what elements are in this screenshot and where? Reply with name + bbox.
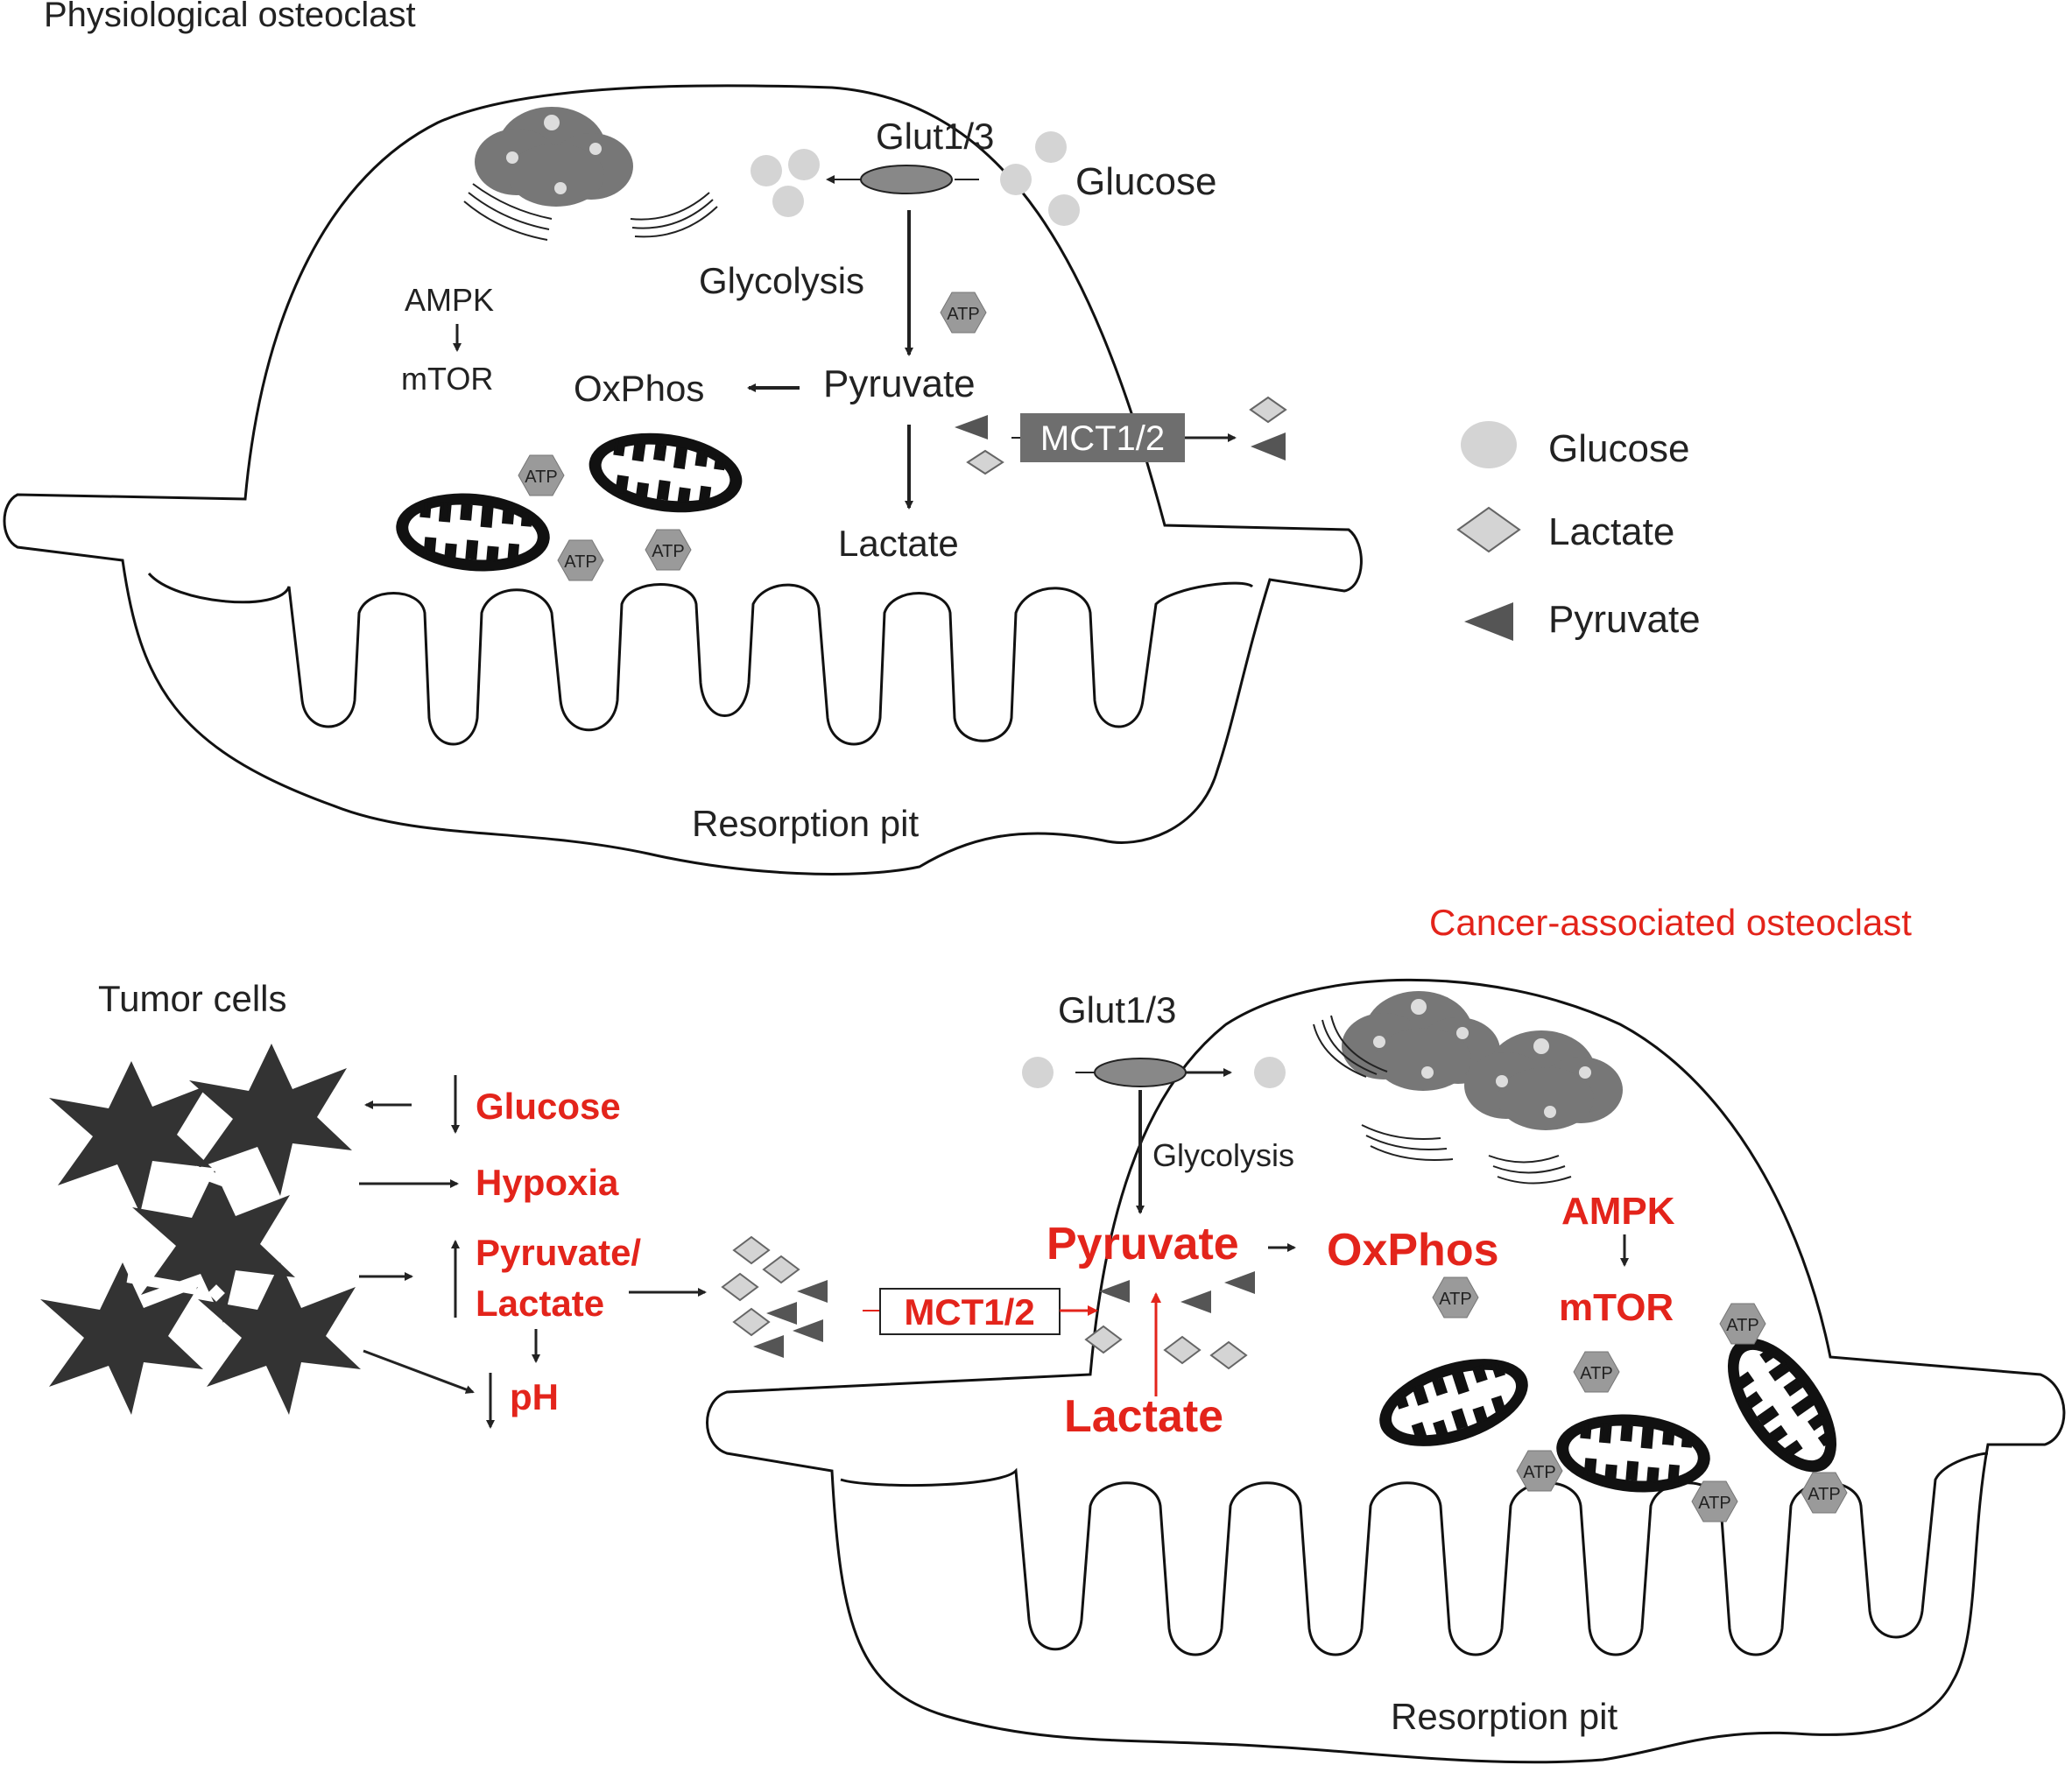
atp-label: ATP xyxy=(1808,1485,1840,1504)
top-oxphos-label: OxPhos xyxy=(574,368,704,409)
bottom-oxphos-label: OxPhos xyxy=(1327,1225,1499,1276)
tumor-cells xyxy=(40,1044,361,1415)
bottom-mito-1 xyxy=(1366,1340,1541,1466)
bottom-atp-2: ATP xyxy=(1719,1303,1766,1345)
top-glycolysis-label: Glycolysis xyxy=(699,260,864,301)
top-ampk-label: AMPK xyxy=(405,282,494,318)
bottom-atp-4: ATP xyxy=(1691,1480,1738,1522)
bottom-mtor-label: mTOR xyxy=(1559,1286,1674,1329)
bottom-pyruvate-lactate-line1: Pyruvate/ xyxy=(476,1232,641,1273)
atp-label: ATP xyxy=(1580,1364,1612,1383)
legend-glucose-label: Glucose xyxy=(1548,427,1689,470)
bottom-pyruvate-label: Pyruvate xyxy=(1047,1219,1239,1269)
tumor-ph-arrow xyxy=(363,1349,475,1394)
bottom-ampk-label: AMPK xyxy=(1561,1190,1675,1233)
legend-pyruvate-label: Pyruvate xyxy=(1548,598,1701,641)
atp-label: ATP xyxy=(1698,1494,1730,1513)
bottom-mito-3 xyxy=(1704,1318,1860,1493)
top-glut-transporter xyxy=(860,165,953,194)
extracellular-metabolites xyxy=(721,1235,828,1358)
legend: Glucose Lactate Pyruvate xyxy=(1456,421,1701,641)
bottom-glucose-label: Glucose xyxy=(476,1086,621,1127)
legend-lactate-label: Lactate xyxy=(1548,510,1674,553)
top-glucose-label: Glucose xyxy=(1075,160,1216,203)
top-microvilli xyxy=(147,573,1254,746)
bottom-pit-label: Resorption pit xyxy=(1391,1696,1617,1737)
bottom-title: Cancer-associated osteoclast xyxy=(1429,902,1912,943)
top-lactate-out xyxy=(1249,396,1287,424)
top-mito-2 xyxy=(581,422,750,524)
bottom-glucose-in xyxy=(1254,1057,1286,1088)
atp-label: ATP xyxy=(564,552,596,572)
bottom-nuclei-lines xyxy=(1313,1015,1572,1185)
top-lactate-label: Lactate xyxy=(838,523,959,564)
top-atp-3: ATP xyxy=(645,529,692,571)
atp-label: ATP xyxy=(1523,1463,1555,1482)
top-title: Physiological osteoclast xyxy=(44,0,416,34)
top-lactate-in xyxy=(966,449,1004,475)
atp-label: ATP xyxy=(1726,1316,1758,1335)
bottom-atp-5: ATP xyxy=(1801,1472,1848,1514)
atp-label: ATP xyxy=(947,305,979,324)
bottom-glut-transporter xyxy=(1094,1058,1187,1087)
bottom-pyruvate-lactate-line2: Lactate xyxy=(476,1283,604,1324)
bottom-atp-oxphos: ATP xyxy=(1432,1276,1479,1318)
top-glut-label: Glut1/3 xyxy=(876,116,994,157)
top-cell-outline xyxy=(3,84,1363,875)
bottom-hypoxia-label: Hypoxia xyxy=(476,1162,619,1203)
top-pyruvate-in xyxy=(955,415,988,439)
top-glucose-out xyxy=(1000,131,1080,226)
legend-lactate-swatch xyxy=(1456,506,1521,553)
bottom-lactate-label: Lactate xyxy=(1064,1391,1223,1442)
top-pyruvate-label: Pyruvate xyxy=(823,362,976,405)
legend-glucose-swatch xyxy=(1461,421,1517,468)
bottom-glucose-out xyxy=(1022,1057,1054,1088)
top-glucose-in xyxy=(751,149,820,217)
top-nuclei-lines xyxy=(463,183,718,241)
legend-pyruvate-swatch xyxy=(1464,602,1513,641)
bottom-glycolysis-label: Glycolysis xyxy=(1152,1137,1294,1173)
bottom-atp-1: ATP xyxy=(1573,1351,1620,1393)
top-mito-1 xyxy=(391,485,555,580)
top-mtor-label: mTOR xyxy=(401,361,493,397)
top-mct-box xyxy=(1020,413,1185,462)
bottom-mct-label: MCT1/2 xyxy=(904,1291,1034,1333)
atp-label: ATP xyxy=(525,468,557,487)
top-atp-glycolysis: ATP xyxy=(940,292,987,334)
bottom-cell-outline xyxy=(706,978,2066,1764)
top-nuclei xyxy=(475,107,633,207)
atp-label: ATP xyxy=(1439,1290,1471,1309)
top-atp-1: ATP xyxy=(518,454,565,496)
top-atp-2: ATP xyxy=(557,539,604,581)
top-mct-label: MCT1/2 xyxy=(1040,419,1165,458)
tumor-cells-label: Tumor cells xyxy=(98,978,286,1019)
bottom-intracellular-metabolites xyxy=(1084,1271,1255,1370)
bottom-ph-label: pH xyxy=(510,1376,559,1417)
bottom-mito-2 xyxy=(1551,1406,1716,1501)
top-pyruvate-out xyxy=(1251,432,1286,461)
top-pit-label: Resorption pit xyxy=(692,803,919,844)
atp-label: ATP xyxy=(652,542,684,561)
bottom-atp-3: ATP xyxy=(1516,1450,1563,1492)
bottom-glut-label: Glut1/3 xyxy=(1058,989,1176,1030)
